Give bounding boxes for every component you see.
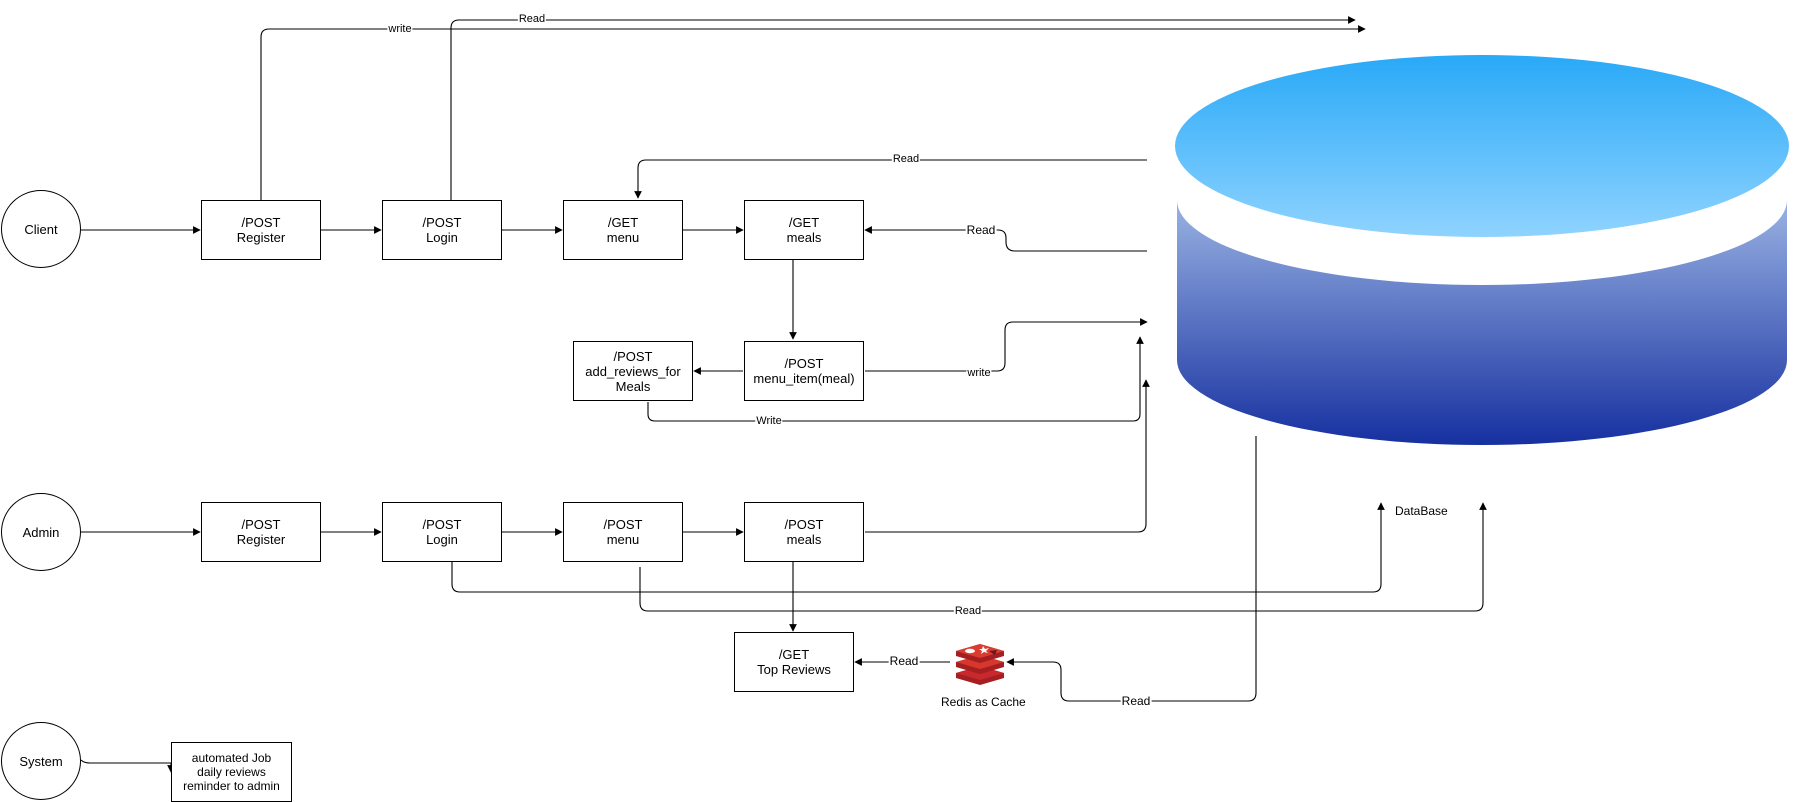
redis-label: Redis as Cache: [941, 695, 1026, 709]
label-cache-read: Read: [888, 654, 920, 668]
client-register-box[interactable]: /POST Register: [201, 200, 321, 260]
edge-menuitem-write-db: [865, 318, 1148, 372]
edge-amenu-read-db: [639, 502, 1487, 612]
label-menu-read: Read: [891, 153, 921, 165]
label-reviews-write: Write: [755, 415, 783, 427]
edge-login-read-db: [450, 16, 1356, 200]
edge-ameals-write-db: [865, 379, 1150, 533]
system-job-box[interactable]: automated Job daily reviews reminder to …: [171, 742, 292, 802]
admin-top-reviews-box[interactable]: /GET Top Reviews: [734, 632, 854, 692]
edge-reviews-write-db: [647, 336, 1144, 422]
edge-db-read-menu: [634, 159, 1147, 199]
client-login-box[interactable]: /POST Login: [382, 200, 502, 260]
edge-system-job: [80, 759, 175, 773]
client-meals-box[interactable]: /GET meals: [744, 200, 864, 260]
label-db-cache-read: Read: [1120, 694, 1152, 708]
edge-db-read-meals: [864, 226, 1147, 252]
redis-icon: [956, 644, 1004, 685]
label-register-write: write: [387, 23, 413, 35]
actor-admin: Admin: [1, 493, 81, 571]
edge-db-read-cache: [1006, 436, 1257, 702]
admin-meals-box[interactable]: /POST meals: [744, 502, 864, 562]
database-label: DataBase: [1395, 504, 1448, 518]
admin-login-box[interactable]: /POST Login: [382, 502, 502, 562]
admin-register-box[interactable]: /POST Register: [201, 502, 321, 562]
edge-alogin-read-db: [451, 502, 1385, 593]
actor-client: Client: [1, 190, 81, 268]
client-add-reviews-box[interactable]: /POST add_reviews_for Meals: [573, 341, 693, 401]
database-cylinder: [1175, 55, 1789, 445]
label-menuitem-write: write: [966, 367, 992, 379]
edge-register-write-db: [260, 25, 1366, 200]
client-menu-box[interactable]: /GET menu: [563, 200, 683, 260]
actor-system: System: [1, 722, 81, 800]
admin-menu-box[interactable]: /POST menu: [563, 502, 683, 562]
label-login-read: Read: [517, 13, 547, 25]
client-menu-item-box[interactable]: /POST menu_item(meal): [744, 341, 864, 401]
label-admin-read: Read: [953, 605, 983, 617]
label-meals-read: Read: [965, 223, 997, 237]
